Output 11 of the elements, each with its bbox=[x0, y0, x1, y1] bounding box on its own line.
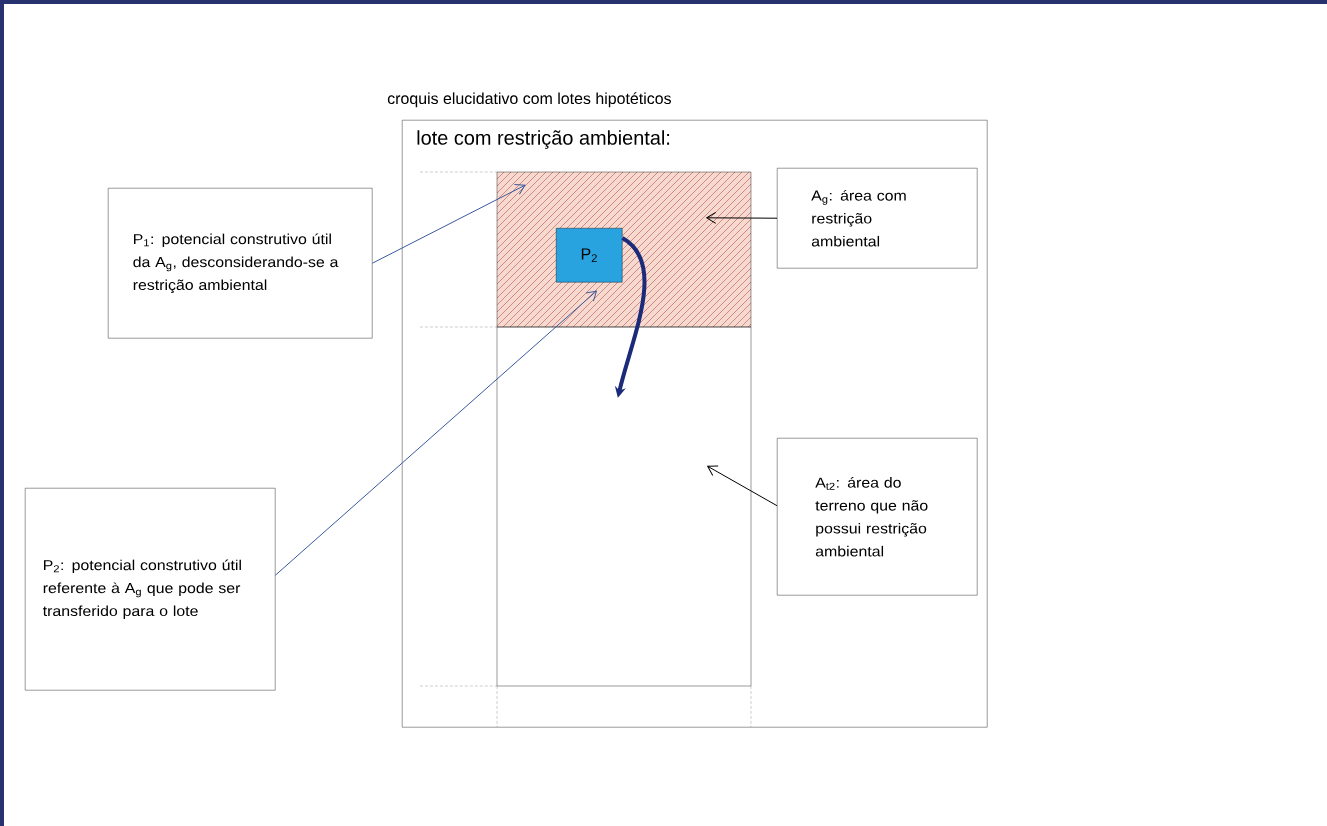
callout-box: A$_{g}$: área com restrição ambiental bbox=[777, 168, 978, 269]
leader-arrow bbox=[707, 465, 778, 507]
leader-arrow bbox=[274, 290, 597, 576]
callout-box: P$_{2}$: potencial construtivo útil referente à A$_{g}$ que pode ser transferido para o lote bbox=[25, 488, 276, 691]
lot-area bbox=[496, 326, 752, 687]
callout-box: A$_{t2}$: área do terreno que não possui restrição ambiental bbox=[777, 438, 978, 596]
building-box: P$_{2}$ bbox=[556, 228, 623, 283]
leader-arrow bbox=[371, 183, 526, 264]
leader-arrow bbox=[706, 211, 778, 224]
callout-box: P$_{1}$: potencial construtivo útil da A$_{g}$, desconsiderando-se a restrição ambiental bbox=[108, 188, 373, 339]
title: croquis elucidativo com lotes hipotéticos bbox=[387, 92, 671, 108]
